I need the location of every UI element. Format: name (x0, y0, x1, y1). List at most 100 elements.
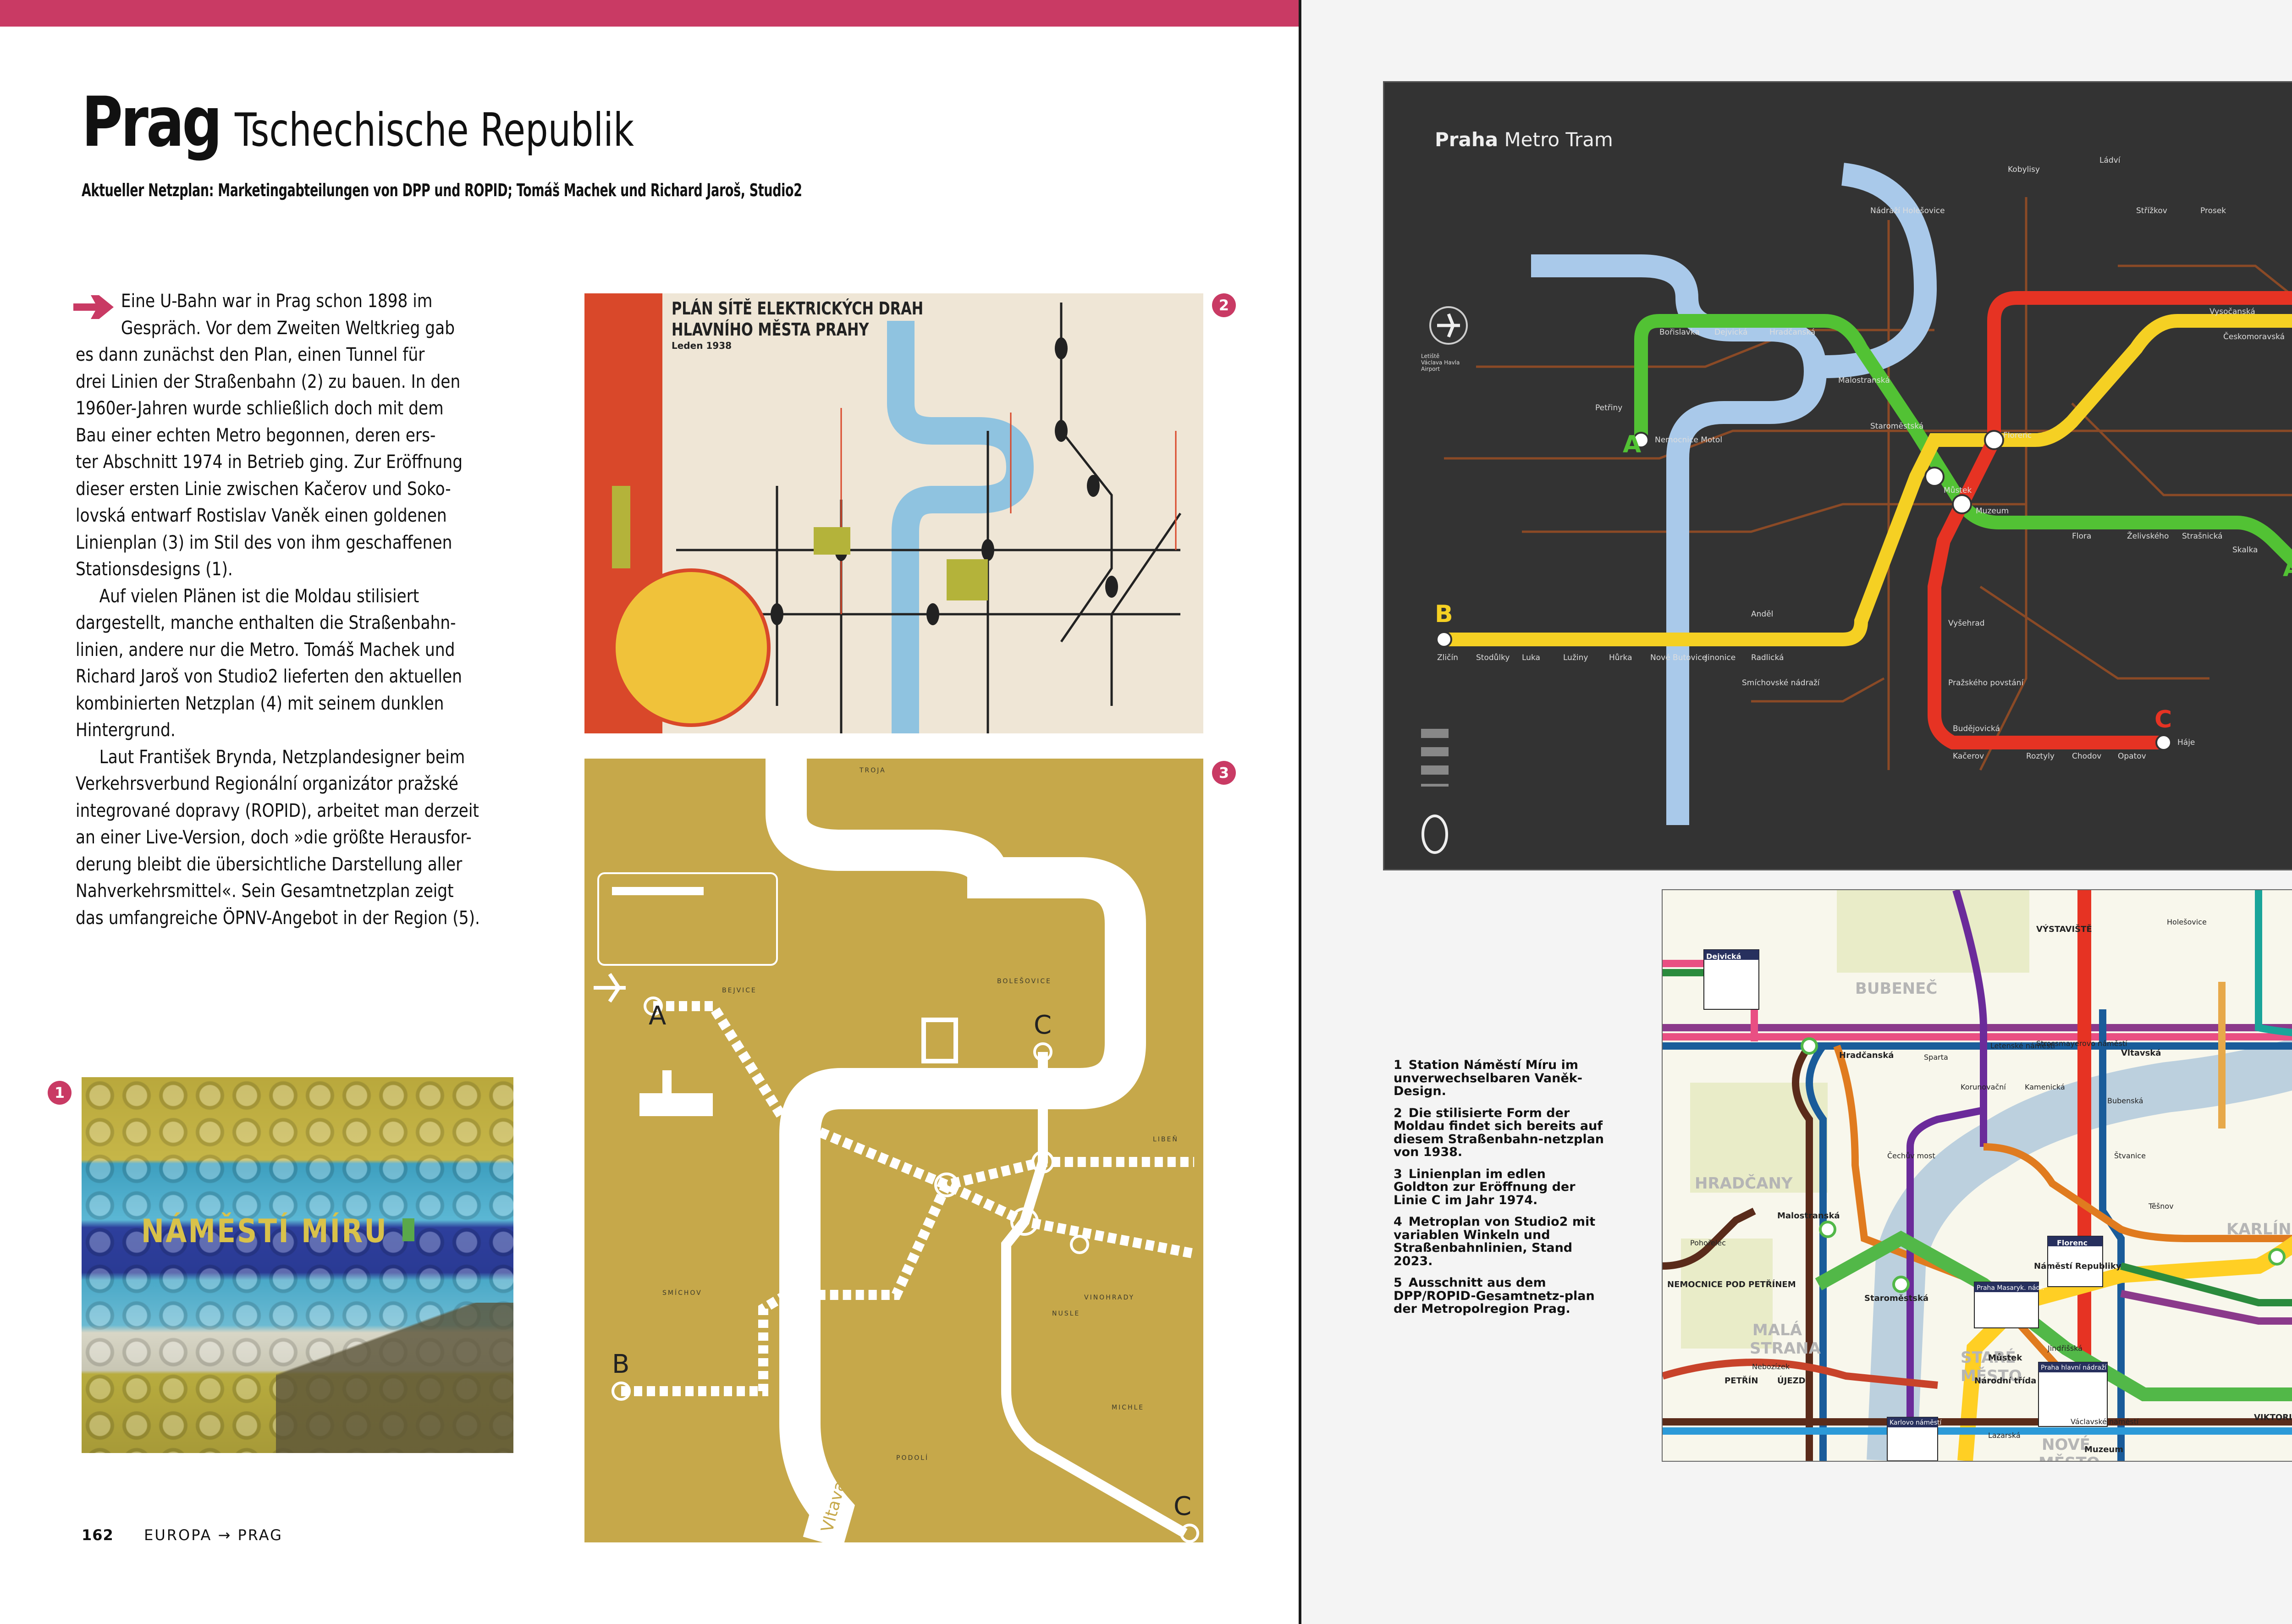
station-label: Nádraží Holešovice (1870, 206, 1945, 215)
svg-text:PODOLÍ: PODOLÍ (896, 1454, 929, 1462)
airport-label: Letiště Václava Havla Airport (1421, 353, 1460, 372)
svg-text:VINOHRADY: VINOHRADY (1084, 1294, 1135, 1301)
caption-number: 1 (1394, 1058, 1402, 1072)
station-label: VÝSTAVIŠTĚ (2036, 925, 2092, 934)
network-drawing (1663, 890, 2292, 1461)
body-line: linien, andere nur die Metro. Tomáš Mach… (76, 639, 455, 661)
station-label: Lazarská (1988, 1431, 2021, 1440)
svg-text:C: C (1034, 1010, 1052, 1040)
figure-4-praha-metro-tram-map: Praha Metro Tram (1383, 81, 2292, 870)
station-label: Lužiny (1563, 653, 1588, 662)
station-label: Anděl (1751, 610, 1774, 619)
figure-2-tram-map-1938: PLÁN SÍTĚ ELEKTRICKÝCH DRAH HLAVNÍHO MĚS… (584, 293, 1203, 733)
station-label: Strašnická (2182, 532, 2223, 541)
station-label: Háje (2177, 738, 2195, 747)
station-label: Petřiny (1595, 403, 1623, 413)
line-a-marker (402, 1218, 414, 1241)
svg-text:TROJA: TROJA (859, 767, 886, 774)
station-label: Prosek (2200, 206, 2226, 215)
figure-1-station-photo: NÁMĚSTÍ MÍRU (82, 1077, 513, 1453)
body-line: Stationsdesigns (1). (76, 559, 233, 580)
body-line: ter Abschnitt 1974 in Betrieb ging. Zur … (76, 451, 463, 473)
body-line: Verkehrsverbund Regionální organizátor p… (76, 773, 458, 794)
station-label: Stodůlky (1476, 653, 1510, 662)
line-a-terminal-label-left: A (1623, 431, 1642, 458)
body-line: dargestellt, manche enthalten die Straße… (76, 612, 456, 633)
map-heading: PLÁN SÍTĚ ELEKTRICKÝCH DRAH HLAVNÍHO MĚS… (672, 298, 923, 340)
body-line: das umfangreiche ÖPNV-Angebot in der Reg… (76, 907, 480, 929)
caption-text: Linienplan im edlen Goldton zur Eröffnun… (1394, 1167, 1576, 1207)
caption-text: Ausschnitt aus dem DPP/ROPID-Gesamtnetz-… (1394, 1276, 1595, 1316)
station-label: Budějovická (1953, 724, 2000, 733)
district-label: NOVÉ MĚSTO (2039, 1436, 2100, 1461)
station-label: Hradčanská (1839, 1051, 1894, 1060)
station-label: Staroměstská (1864, 1294, 1929, 1303)
line-a-terminal-label-right: A (2283, 555, 2292, 582)
body-line: Gespräch. Vor dem Zweiten Weltkrieg gab (121, 317, 455, 339)
district-label: KARLÍN (2226, 1220, 2292, 1239)
station-label: Skalka (2232, 545, 2258, 555)
station-label: Jinonice (1705, 653, 1736, 662)
station-label: Dejvická (1714, 328, 1748, 337)
station-label: Muzeum (1976, 506, 2009, 516)
station-label: Florenc (2003, 431, 2032, 440)
country-subtitle: Tschechische Republik (234, 103, 634, 157)
station-label: Střížkov (2136, 206, 2167, 215)
map-title: Praha Metro Tram (1435, 128, 1613, 151)
svg-text:A: A (649, 1001, 666, 1031)
station-label: ÚJEZD (1777, 1376, 1806, 1386)
map-heading-line-1: PLÁN SÍTĚ ELEKTRICKÝCH DRAH (672, 298, 924, 319)
station-label: Flora (2072, 532, 2092, 541)
book-spine (1299, 0, 1301, 1624)
station-label: Můstek (1944, 486, 1972, 495)
svg-text:LIBEŇ: LIBEŇ (1153, 1135, 1179, 1143)
figure-badge-1: 1 (48, 1081, 72, 1105)
station-label: Holešovice (2167, 918, 2207, 926)
station-label: Vysočanská (2209, 307, 2255, 316)
map-title-rest: Metro Tram (1498, 128, 1613, 151)
station-label: Václavské náměstí (2071, 1417, 2139, 1426)
district-label: STARÉ MĚSTO (1961, 1349, 2022, 1385)
caption-number: 5 (1394, 1276, 1402, 1290)
body-line: Richard Jaroš von Studio2 lieferten den … (76, 666, 462, 687)
body-line: an einer Live-Version, doch »die größte … (76, 827, 472, 848)
body-line: derung bleibt die übersichtliche Darstel… (76, 853, 463, 875)
station-label: Jindřišská (2048, 1344, 2083, 1353)
body-line: Laut František Brynda, Netzplandesigner … (99, 746, 465, 768)
map-credit-line: Aktueller Netzplan: Marketingabteilungen… (82, 180, 802, 200)
station-label: Vltavská (2121, 1048, 2161, 1058)
station-label: Staroměstská (1870, 422, 1924, 431)
figure-3-gold-metro-map-1974: A B C C TROJA BOLEŠOVICE BEJVICE LIBEŇ S… (584, 759, 1203, 1542)
svg-text:MICHLE: MICHLE (1112, 1404, 1144, 1411)
station-label: Ládví (2099, 156, 2121, 165)
station-label: Sparta (1924, 1053, 1948, 1062)
figure-5-dpp-ropid-network-map: BUBENEČ HOLEŠOVICE HRADČANY KARLÍN MALÁ … (1662, 889, 2292, 1462)
station-label: Malostranská (1838, 376, 1890, 385)
metro-tram-network-drawing (1421, 163, 2292, 854)
caption-number: 2 (1394, 1106, 1402, 1120)
station-label: Korunovační (1961, 1083, 2006, 1091)
caption-number: 3 (1394, 1167, 1402, 1181)
station-label: Strossmayerovo náměstí (2036, 1039, 2127, 1048)
station-label: Karlovo náměstí (1890, 1419, 1942, 1426)
station-label: VIKTORIA ŽIŽKOV (2254, 1413, 2292, 1422)
body-line: Eine U-Bahn war in Prag schon 1898 im (121, 291, 433, 312)
station-label: Národní třída (1974, 1376, 2037, 1386)
body-line: drei Linien der Straßenbahn (2) zu bauen… (76, 371, 461, 392)
station-label: Hradčanská (1769, 328, 1816, 337)
body-line: Bau einer echten Metro begonnen, deren e… (76, 424, 436, 446)
caption-number: 4 (1394, 1215, 1402, 1229)
station-label: Vyšehrad (1948, 619, 1985, 628)
svg-text:SMÍCHOV: SMÍCHOV (662, 1289, 702, 1297)
body-line: Linienplan (3) im Stil des von ihm gesch… (76, 532, 452, 553)
body-line: integrované dopravy (ROPID), arbeitet ma… (76, 800, 479, 821)
svg-text:C: C (1174, 1492, 1191, 1521)
map-title-bold: Praha (1435, 128, 1499, 151)
station-label: Praha hlavní nádraží (2041, 1364, 2107, 1371)
station-label: PETŘÍN (1725, 1376, 1758, 1386)
track-bed (275, 1303, 513, 1453)
svg-text:BEJVICE: BEJVICE (722, 987, 757, 994)
